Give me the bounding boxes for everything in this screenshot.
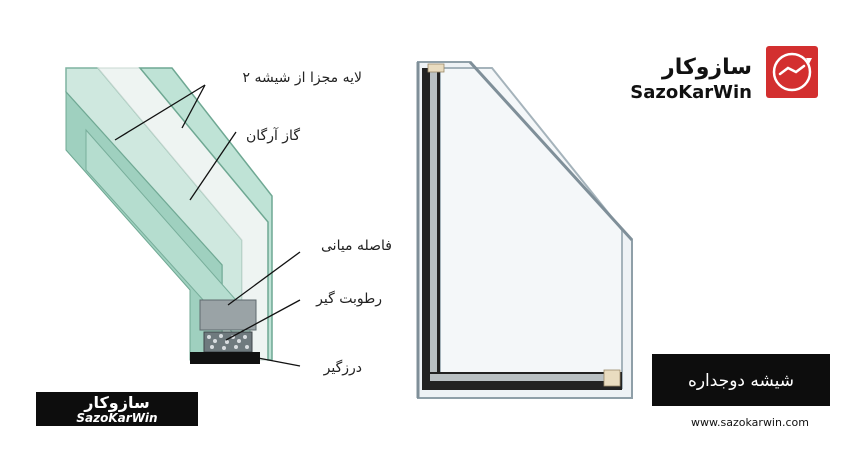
watermark-name-en: SazoKarWin — [76, 411, 157, 425]
desiccant-top — [427, 63, 445, 73]
inner-pane — [439, 67, 623, 389]
label-spacer: فاصله میانی — [321, 238, 392, 254]
brand-name-fa: سازوکار — [661, 55, 752, 80]
brand-logo — [766, 46, 818, 98]
label-argon-gas: گاز آرگان — [246, 127, 300, 144]
watermark-box — [36, 392, 198, 426]
desiccant-beads — [207, 334, 249, 350]
handshake-icon — [778, 64, 806, 76]
website-text: www.sazokarwin.com — [691, 416, 809, 429]
front-glass-pane — [138, 67, 273, 361]
spacer-left-inner — [430, 72, 437, 384]
arrow-icon — [806, 58, 812, 64]
label-glass-layers: ۲ لایه مجزا از شیشه — [243, 70, 362, 86]
label-desiccant: رطوبت گیر — [315, 290, 382, 307]
brand-name-en: SazoKarWin — [630, 82, 752, 103]
leader-lines — [114, 84, 301, 367]
sealant-strip — [190, 352, 260, 364]
glass-edge-diagonal — [468, 60, 634, 242]
brand-logo-ring — [772, 52, 812, 92]
cross-section-illustration — [65, 67, 273, 364]
watermark-name-fa: سازوکار — [83, 393, 149, 412]
title-text: شیشه دوجداره — [688, 371, 794, 391]
window-illustration — [416, 60, 634, 399]
title-box — [652, 354, 830, 406]
desiccant-bottom — [603, 369, 621, 387]
label-sealant: درزگیر — [323, 359, 362, 376]
spacer-bottom-inner — [430, 374, 618, 381]
